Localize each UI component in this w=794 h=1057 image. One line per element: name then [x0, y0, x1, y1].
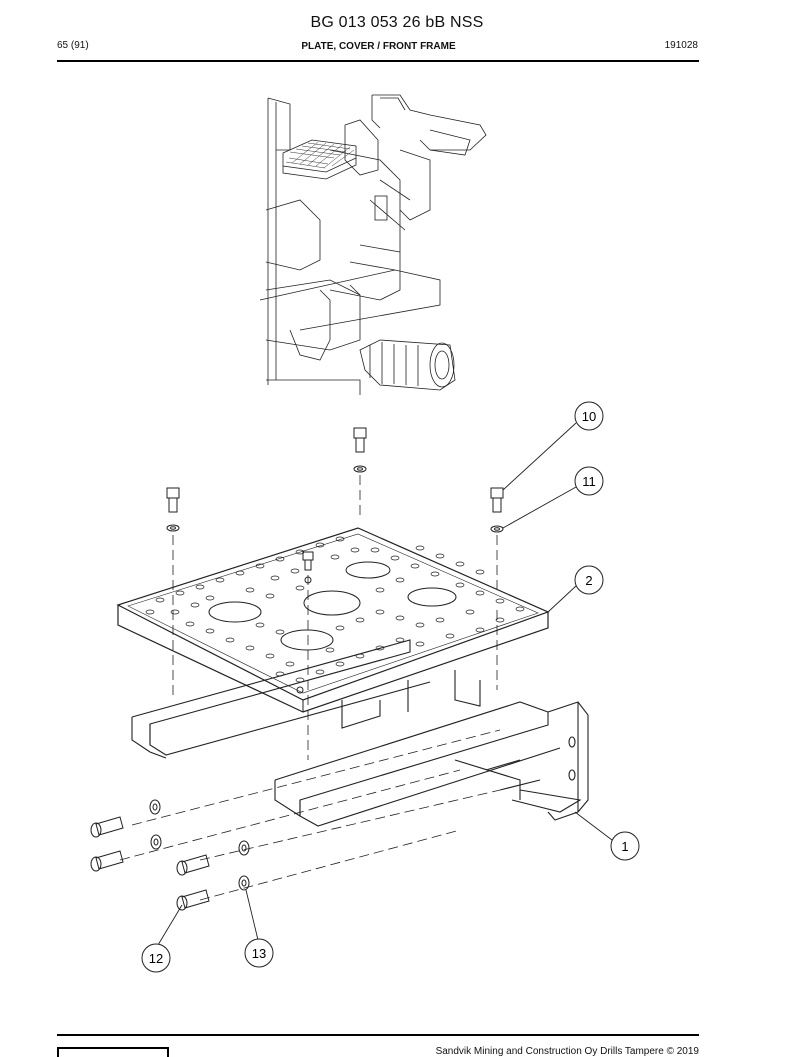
machine-overview-sketch [259, 94, 487, 395]
callout-item-11: 11 [574, 466, 604, 496]
drawing-subtitle: PLATE, COVER / FRONT FRAME [301, 41, 456, 52]
company-logo [57, 1047, 169, 1057]
document-date: 191028 [664, 40, 698, 51]
callout-item-1: 1 [610, 831, 640, 861]
svg-text:1: 1 [621, 839, 628, 854]
svg-text:11: 11 [582, 474, 596, 489]
tread-row [155, 536, 345, 603]
cover-plate [116, 527, 550, 713]
svg-text:10: 10 [582, 409, 596, 424]
document-title: BG 013 053 26 bB NSS [310, 14, 484, 31]
front-frame [131, 639, 589, 827]
callout-item-2: 2 [574, 565, 604, 595]
callout-item-13: 13 [244, 938, 274, 968]
assembly-lines [119, 475, 501, 901]
callout-item-12: 12 [141, 943, 171, 973]
side-bolts [90, 799, 250, 911]
svg-text:13: 13 [252, 946, 266, 961]
callout-item-10: 10 [574, 401, 604, 431]
page-number: 65 (91) [57, 40, 89, 51]
copyright-notice: Sandvik Mining and Construction Oy Drill… [435, 1046, 699, 1057]
svg-text:12: 12 [149, 951, 163, 966]
footer-rule [57, 1034, 699, 1036]
top-bolts [166, 427, 504, 571]
leader-lines [157, 422, 613, 946]
header-rule [57, 60, 699, 62]
svg-text:2: 2 [585, 573, 592, 588]
